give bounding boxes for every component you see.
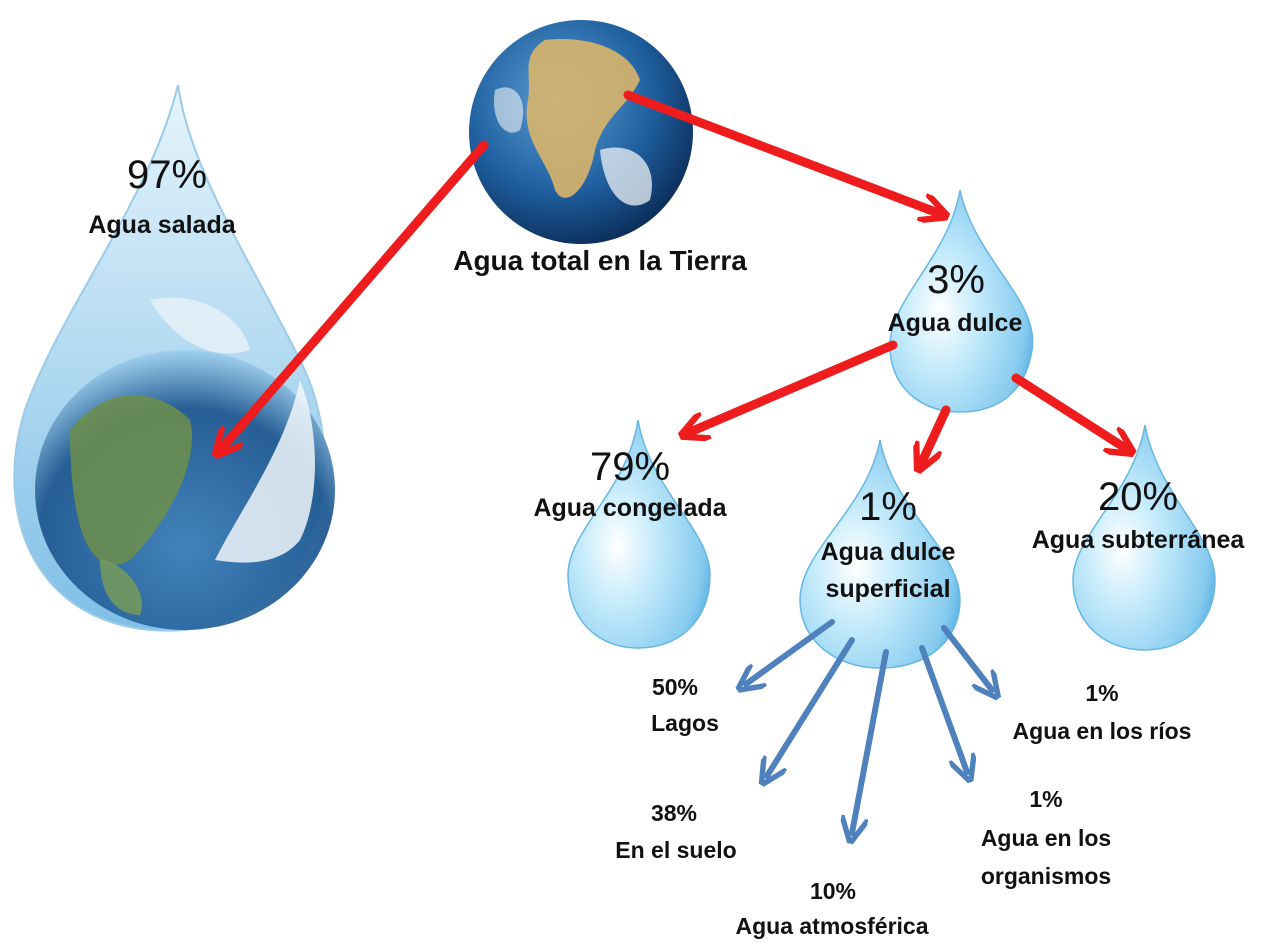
atmosferica-label: Agua atmosférica	[735, 913, 929, 939]
congelada-label: Agua congelada	[533, 494, 727, 522]
arrow-dulce-to-congelada	[690, 340, 898, 432]
salada-label: Agua salada	[88, 211, 236, 239]
frozen-water-drop-icon	[567, 419, 711, 649]
suelo-label: En el suelo	[615, 837, 737, 863]
superficial-percent: 1%	[859, 485, 917, 529]
dulce-label: Agua dulce	[887, 309, 1023, 337]
arrow-to-suelo	[767, 637, 855, 776]
arrow-to-organismos	[919, 645, 967, 772]
congelada-percent: 79%	[589, 445, 671, 489]
organismos-label-line2: organismos	[980, 863, 1112, 889]
superficial-label-line1: Agua dulce	[820, 538, 956, 566]
arrow-to-lagos	[746, 619, 835, 684]
dulce-percent: 3%	[927, 258, 985, 302]
arrow-dulce-to-subterranea	[1011, 373, 1125, 448]
lagos-percent: 50%	[651, 674, 699, 700]
subterranea-label: Agua subterránea	[1031, 526, 1245, 554]
groundwater-drop-icon	[1072, 424, 1216, 651]
rios-percent: 1%	[1085, 680, 1119, 706]
organismos-label-line1: Agua en los	[980, 825, 1112, 851]
atmosferica-percent: 10%	[809, 878, 857, 904]
lagos-label: Lagos	[651, 710, 719, 736]
superficial-label-line2: superficial	[825, 575, 951, 603]
arrow-to-rios	[941, 625, 992, 690]
suelo-percent: 38%	[650, 800, 698, 826]
arrow-to-atmosferica	[852, 649, 889, 833]
organismos-percent: 1%	[1029, 786, 1063, 812]
fresh-water-drop-icon	[889, 189, 1034, 413]
arrow-total-to-salada	[222, 140, 489, 448]
salt-water-drop-icon	[13, 84, 335, 632]
arrow-total-to-dulce	[623, 90, 938, 213]
total-label: Agua total en la Tierra	[453, 245, 747, 276]
salada-percent: 97%	[126, 153, 208, 197]
rios-label: Agua en los ríos	[1012, 718, 1192, 744]
subterranea-percent: 20%	[1097, 475, 1179, 519]
arrow-dulce-to-superficial	[922, 405, 951, 462]
earth-globe-icon	[469, 20, 693, 244]
